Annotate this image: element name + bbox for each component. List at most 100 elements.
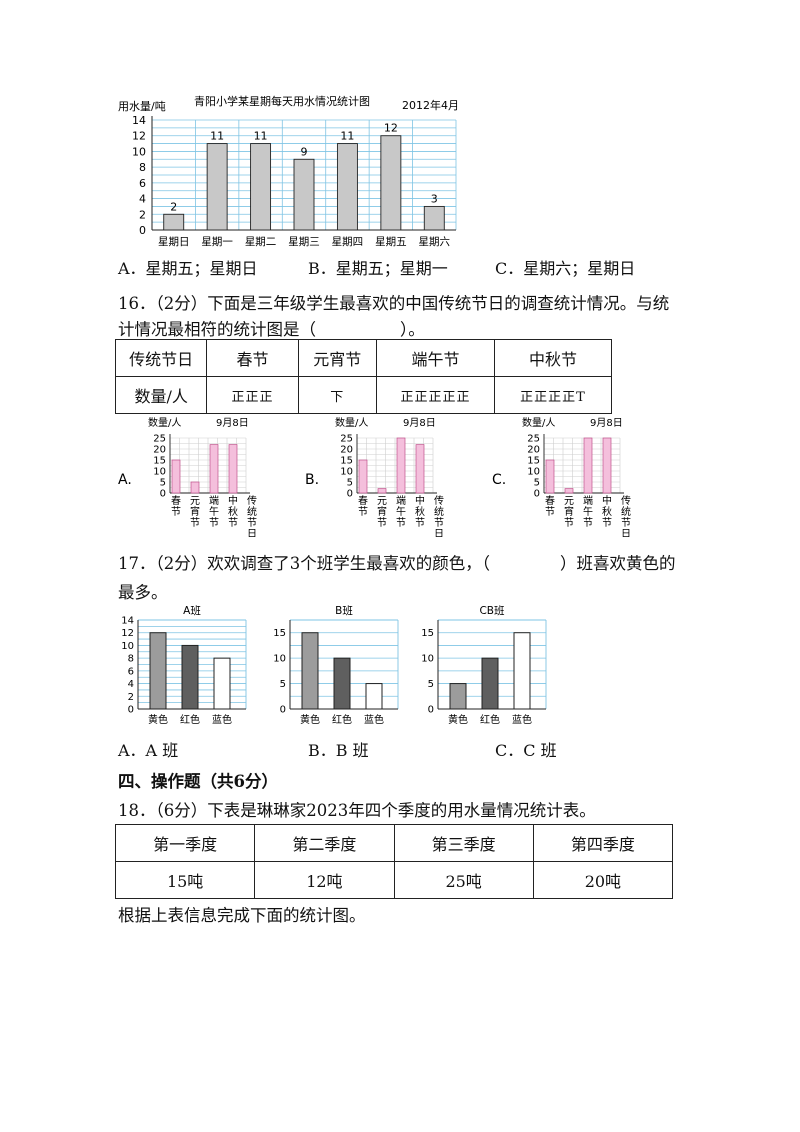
q17-ytick: 5 [428, 679, 434, 690]
q15-xtick: 星期五 [375, 236, 407, 247]
q17-bar [149, 632, 167, 710]
q15-xtick: 星期一 [201, 236, 233, 247]
q16-bar [377, 488, 387, 494]
q16-xtick-char: 春 [171, 495, 181, 507]
q16-xtick-char: 节 [396, 517, 406, 529]
q16-chart-ylabel: 数量/人 [522, 416, 555, 429]
q18-table: 第一季度 第二季度 第三季度 第四季度 15吨 12吨 25吨 20吨 [114, 824, 674, 899]
q17-chart-title: CB班 [479, 605, 505, 617]
q18-text-line2: 根据上表信息完成下面的统计图。 [118, 906, 366, 925]
q15-option-b[interactable]: B．星期五；星期一 [308, 259, 448, 278]
q16-ytick: 10 [153, 467, 166, 478]
q15-ytick: 8 [139, 161, 146, 174]
q16-xtick-char: 春 [545, 495, 555, 507]
q16-ytick: 5 [534, 478, 540, 489]
q16-ytick: 25 [340, 434, 353, 445]
q16-option-letter: A. [118, 472, 132, 488]
q16-bar [209, 444, 219, 494]
q16-xtick-char: 春 [358, 495, 368, 507]
q16-th-2: 元宵节 [297, 339, 377, 377]
q16-th-4: 中秋节 [493, 339, 613, 377]
q16-xtick-char: 传 [247, 495, 257, 507]
q16-text-line1: 16．（2分）下面是三年级学生最喜欢的中国传统节日的调查统计情况。与统 [118, 294, 670, 313]
q16-text-line2-a: 计情况最相符的统计图是（ [118, 320, 316, 339]
q16-xtick-char: 节 [171, 506, 181, 518]
q16-xtick-char: 日 [434, 529, 444, 537]
q16-xtick-char: 中 [602, 494, 612, 507]
q16-ytick: 20 [153, 445, 166, 456]
q16-xtick-char: 元 [377, 496, 387, 507]
q16-bar [583, 437, 593, 494]
q16-th-1: 春节 [206, 339, 299, 377]
q17-text-line1: 17．（2分）欢欢调查了3个班学生最喜欢的颜色，（）班喜欢黄色的 [118, 550, 676, 574]
q17-ytick: 10 [421, 654, 434, 665]
q18-text-line1: 18．（6分）下表是琳琳家2023年四个季度的用水量情况统计表。 [118, 801, 596, 820]
q16-xtick-char: 节 [209, 517, 219, 529]
q16-bar [415, 444, 425, 494]
q17-xtick: 蓝色 [212, 713, 232, 726]
q15-data-label: 12 [384, 122, 398, 135]
q16-xtick-char: 午 [583, 505, 593, 518]
q15-ylabel: 用水量/吨 [118, 100, 166, 113]
q17-ytick: 12 [121, 628, 134, 639]
q16-option-letter: C. [492, 472, 506, 488]
q15-data-label: 9 [301, 145, 308, 158]
q17-xtick: 黄色 [148, 713, 168, 726]
q15-xtick: 星期二 [245, 236, 276, 247]
q17-bar [449, 683, 467, 710]
q15-title: 青阳小学某星期每天用水情况统计图 [194, 94, 370, 108]
q16-ytick: 15 [153, 456, 166, 467]
q17-ytick: 15 [421, 628, 434, 639]
q17-option-a[interactable]: A．A 班 [118, 741, 179, 760]
q16-xtick-char: 宵 [564, 505, 574, 518]
q16-tally-0: 正正正 [206, 376, 299, 414]
q16-xtick-char: 秋 [602, 505, 612, 518]
q17-ytick: 10 [273, 654, 286, 665]
q16-xtick-char: 节 [545, 506, 555, 518]
q16-table: 传统节日 春节 元宵节 端午节 中秋节 数量/人 正正正 下 正正正正正 正正正… [114, 339, 613, 414]
q16-xtick-char: 端 [583, 494, 593, 507]
q16-chart-ylabel: 数量/人 [335, 416, 368, 429]
q16-bar [396, 437, 406, 494]
q15-option-c[interactable]: C．星期六；星期日 [495, 259, 636, 278]
q16-chart-date: 9月8日 [590, 417, 623, 429]
q17-bar [481, 657, 499, 710]
q16-text-line2-b: ）。 [400, 320, 425, 339]
q16-xtick-char: 统 [247, 505, 257, 518]
q17-bar [301, 632, 319, 710]
q16-xtick-char: 日 [621, 529, 631, 537]
q16-bar [545, 459, 555, 494]
q17-option-c[interactable]: C．C 班 [495, 741, 557, 760]
q15-xtick: 星期四 [332, 236, 364, 247]
q16-xtick-char: 中 [228, 494, 238, 507]
q17-xtick: 红色 [480, 713, 500, 726]
q16-tally-2: 正正正正正 [375, 376, 495, 414]
q15-ytick: 6 [139, 177, 146, 190]
q15-data-label: 3 [431, 192, 438, 205]
q17-option-b[interactable]: B．B 班 [308, 741, 369, 760]
q17-ytick: 0 [428, 705, 434, 716]
q16-xtick-char: 节 [621, 517, 631, 529]
q16-ytick: 25 [153, 434, 166, 445]
q15-option-a[interactable]: A．星期五；星期日 [118, 259, 258, 278]
q15-data-label: 11 [254, 130, 268, 143]
q16-xtick-char: 节 [247, 517, 257, 529]
q15-bar [380, 135, 402, 231]
q16-ytick: 0 [160, 489, 166, 500]
q16-ytick: 5 [347, 478, 353, 489]
q18-th-1: 第二季度 [254, 824, 395, 862]
q17-ytick: 4 [128, 679, 134, 690]
q16-xtick-char: 传 [621, 495, 631, 507]
q18-td-1: 12吨 [254, 861, 395, 899]
q17-ytick: 5 [280, 679, 286, 690]
q16-xtick-char: 宵 [377, 505, 387, 518]
q16-xtick-char: 统 [434, 505, 444, 518]
q16-ytick: 5 [160, 478, 166, 489]
q15-ytick: 0 [139, 224, 146, 237]
q17-chart-c: CB班051015黄色红色蓝色 [421, 605, 547, 726]
q17-bar [181, 644, 199, 710]
q17-xtick: 红色 [332, 713, 352, 726]
